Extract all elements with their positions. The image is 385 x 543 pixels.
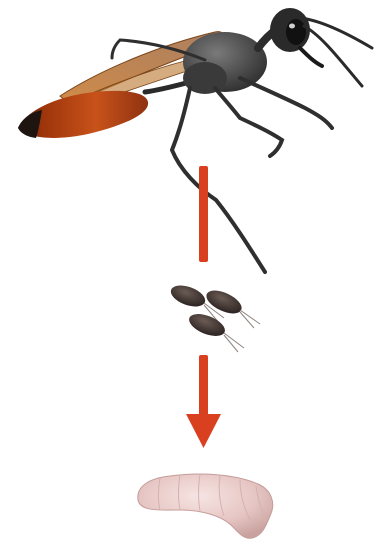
larva-illustration xyxy=(138,474,273,538)
wasp-illustration xyxy=(18,8,372,272)
arrow-down-icon xyxy=(186,355,221,448)
beetle-illustration xyxy=(186,310,244,352)
beetle-group-illustration xyxy=(168,281,260,352)
arrow-down-icon xyxy=(199,166,208,262)
